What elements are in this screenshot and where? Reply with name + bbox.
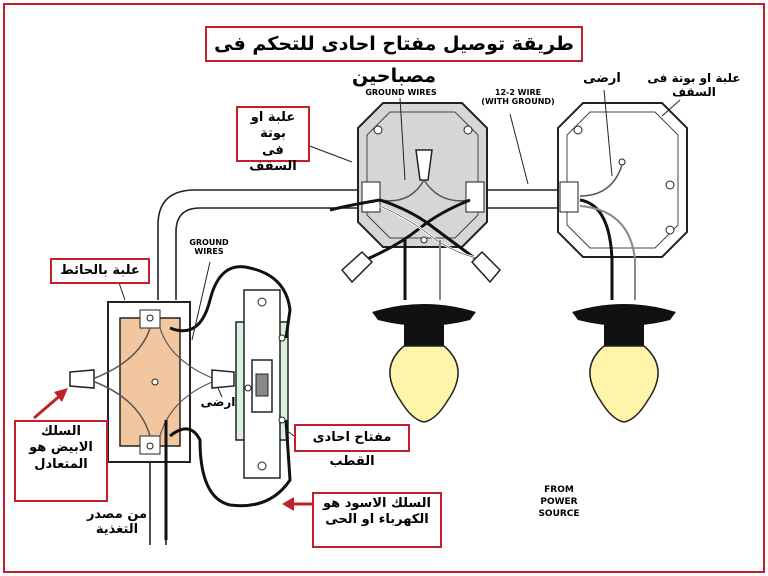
wire-nut-wall-right bbox=[211, 369, 235, 389]
label-wall-box: علبة بالحائط bbox=[50, 258, 150, 284]
label-ceiling-box-left-line1: علبة او بوتة bbox=[250, 110, 296, 142]
label-power-source-ar-line1: من مصدر bbox=[86, 507, 148, 522]
label-power-source-ar: من مصدر التغذية bbox=[84, 507, 150, 538]
label-ground-wires-top-line1: GROUND bbox=[365, 88, 405, 97]
arrows bbox=[33, 388, 312, 511]
label-black-wire: السلك الاسود هو الكهرباء او الحى bbox=[312, 492, 442, 548]
wire-nuts-left bbox=[340, 250, 502, 284]
switch-plate bbox=[235, 289, 289, 479]
lamp-left bbox=[372, 304, 476, 423]
outer-frame bbox=[3, 3, 765, 573]
label-single-pole-switch: مفتاح احادى القطب bbox=[294, 424, 410, 469]
label-12-2-wire-line2: (WITH GROUND) bbox=[481, 97, 555, 107]
label-power-source-en-line2: POWER bbox=[540, 497, 578, 508]
label-white-wire-line1: السلك bbox=[41, 424, 81, 439]
wire-nut-wall-left bbox=[69, 369, 95, 389]
label-12-2-wire-line1: 12-2 WIRE bbox=[494, 88, 542, 97]
label-white-wire-line2: الابيض هو bbox=[29, 440, 93, 456]
leader-lines bbox=[117, 89, 681, 437]
label-black-wire-line2: الكهرباء او الحى bbox=[325, 512, 429, 528]
label-ceiling-box-left-line2: فى السقف bbox=[249, 142, 297, 174]
label-ceiling-box-left: علبة او بوتة فى السقف bbox=[236, 106, 310, 174]
label-ground-wires-switch-line1: GROUND bbox=[189, 238, 229, 247]
label-12-2-wire: 12-2 WIRE (WITH GROUND) bbox=[468, 88, 568, 106]
page-title: طريقة توصيل مفتاح احادى للتحكم فى مصباحي… bbox=[205, 26, 583, 87]
label-black-wire-line1: السلك الاسود هو bbox=[323, 496, 431, 511]
lamp-right bbox=[572, 304, 676, 423]
label-ground-wires-top: GROUND WIRES bbox=[346, 88, 456, 97]
label-power-source-en-line1: FROM bbox=[544, 485, 574, 495]
left-box-wires bbox=[359, 198, 481, 300]
black-wires bbox=[164, 198, 381, 540]
label-power-source-en: FROM POWER SOURCE bbox=[524, 484, 594, 520]
label-power-source-ar-line2: التغذية bbox=[95, 521, 139, 537]
label-ground-wires-switch-line2: WIRES bbox=[194, 247, 224, 257]
ceiling-box-right bbox=[557, 102, 688, 300]
label-ceiling-box-right: علبة او بوتة فى السقف bbox=[647, 71, 741, 99]
label-ground-wires-switch: GROUND WIRES bbox=[178, 238, 240, 256]
label-white-wire-line3: المتعادل bbox=[34, 456, 88, 472]
conduit-cable bbox=[149, 189, 560, 545]
label-power-source-en-line3: SOURCE bbox=[538, 509, 580, 520]
label-white-wire: السلك الابيض هو المتعادل bbox=[14, 420, 108, 502]
label-ground-switch: ارضى bbox=[200, 395, 236, 409]
label-ground-right: ارضى bbox=[583, 71, 621, 86]
label-ground-wires-top-line2: WIRES bbox=[407, 88, 437, 97]
